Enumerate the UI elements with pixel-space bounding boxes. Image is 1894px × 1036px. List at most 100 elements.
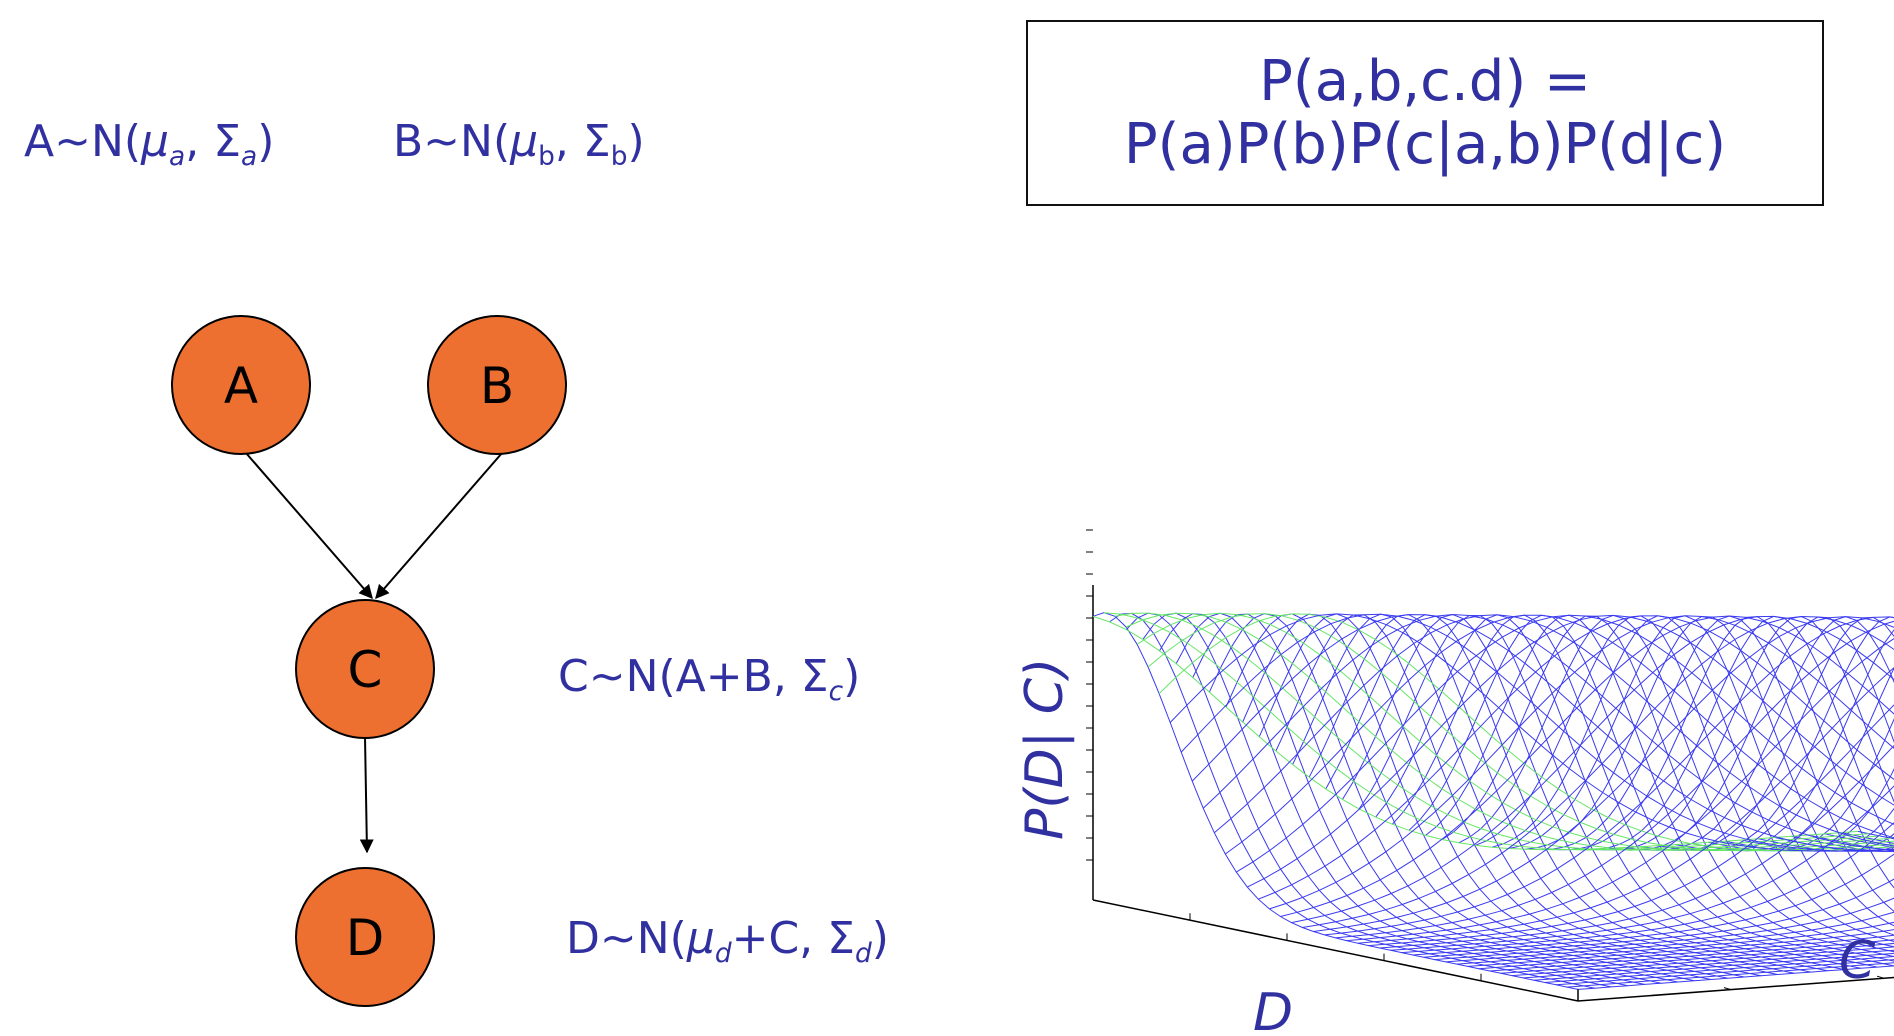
svg-text:B: B xyxy=(480,357,514,415)
mesh-line-d xyxy=(1533,952,1894,981)
mesh-line-c xyxy=(1275,614,1762,977)
svg-text:C: C xyxy=(348,641,383,699)
mesh-line-d xyxy=(1500,942,1894,974)
mesh-line-c xyxy=(1558,616,1894,889)
mesh-line-c xyxy=(1841,832,1894,844)
mesh-line-c xyxy=(1192,613,1678,983)
mesh-line-c xyxy=(1175,612,1662,984)
z-axis-label: P(D| C) xyxy=(1015,658,1075,840)
mesh-line-d xyxy=(1412,853,1894,956)
dist-d: D~N(μd+C, Σd) xyxy=(566,913,889,970)
svg-text:A: A xyxy=(224,357,258,415)
node-a: A xyxy=(171,315,311,455)
mesh-line-c xyxy=(1741,807,1894,852)
mesh-line-c xyxy=(1325,614,1811,973)
mesh-line-c xyxy=(1109,612,1595,989)
c-tick xyxy=(1876,975,1885,979)
mesh-line-d xyxy=(1577,965,1894,990)
mesh-line-c xyxy=(1675,629,1894,851)
mesh-line-c xyxy=(1807,834,1894,852)
mesh-line-c xyxy=(1408,614,1894,967)
joint-probability-box: P(a,b,c.d) = P(a)P(b)P(c|a,b)P(d|c) xyxy=(1026,20,1824,206)
mesh-line-c xyxy=(1625,616,1894,851)
mesh-line-d xyxy=(1489,939,1894,972)
dist-a: A~N(μa, Σa) xyxy=(24,116,275,173)
mesh-line-c xyxy=(1358,614,1845,971)
mesh-line-c xyxy=(1641,616,1894,851)
mesh-line-c xyxy=(1575,615,1894,853)
mesh-line-c xyxy=(1458,614,1894,953)
mesh-line-c xyxy=(1142,612,1629,987)
mesh-line-c xyxy=(1824,833,1894,849)
mesh-line-d xyxy=(1225,614,1894,855)
mesh-line-d xyxy=(1191,614,1894,852)
bayes-network-graph: A B C D xyxy=(171,315,567,1007)
mesh-line-d xyxy=(1434,897,1894,961)
mesh-line-d xyxy=(1456,921,1894,965)
mesh-line-d xyxy=(1280,615,1894,917)
mesh-line-d xyxy=(1302,615,1894,928)
mesh-line-d xyxy=(1555,959,1894,986)
mesh-line-d xyxy=(1213,614,1894,847)
mesh-line-d xyxy=(1445,911,1894,963)
mesh-line-c xyxy=(1475,615,1894,948)
mesh-line-d xyxy=(1136,612,1894,851)
dist-c: C~N(A+B, Σc) xyxy=(558,651,861,708)
mesh-line-d xyxy=(1357,667,1894,944)
joint-line-1: P(a,b,c.d) = xyxy=(1259,48,1591,114)
mesh-line-c xyxy=(1508,615,1894,936)
mesh-line-d xyxy=(1114,612,1881,851)
mesh-line-c xyxy=(1391,614,1878,968)
edge-a-c xyxy=(245,452,373,600)
mesh-line-c xyxy=(1092,612,1579,990)
mesh-line-d xyxy=(1379,744,1894,949)
dist-b: B~N(μb, Σb) xyxy=(393,116,645,173)
node-d: D xyxy=(295,867,435,1007)
mesh-line-c xyxy=(1724,768,1894,852)
mesh-line-d xyxy=(1566,962,1894,988)
plot-front-frame xyxy=(1577,975,1894,1002)
mesh-line-d xyxy=(1423,878,1894,958)
mesh-line-d xyxy=(1511,946,1894,977)
plot-back-frame xyxy=(1086,529,1579,1002)
mesh-line-c xyxy=(1375,614,1861,969)
mesh-line-c xyxy=(1125,612,1612,988)
mesh-line-d xyxy=(1335,620,1894,939)
mesh-line-d xyxy=(1313,616,1894,932)
mesh-line-d xyxy=(1467,929,1894,967)
mesh-line-c xyxy=(1791,835,1894,852)
mesh-line-c xyxy=(1658,616,1894,852)
node-c: C xyxy=(295,599,435,739)
mesh-line-c xyxy=(1225,613,1712,980)
mesh-line-c xyxy=(1774,837,1894,852)
mesh-line-c xyxy=(1441,615,1894,957)
mesh-line-c xyxy=(1857,830,1894,840)
mesh-line-c xyxy=(1591,615,1894,851)
c-tick xyxy=(1723,987,1732,991)
mesh-line-d xyxy=(1236,614,1894,873)
mesh-line-c xyxy=(1491,615,1894,942)
mesh-line-d xyxy=(1092,615,1859,851)
mesh-line-c xyxy=(1342,613,1828,972)
mesh-line-d xyxy=(1103,612,1870,851)
svg-text:D: D xyxy=(346,909,385,967)
mesh-line-d xyxy=(1522,949,1894,979)
mesh-line-d xyxy=(1346,638,1894,942)
mesh-line-c xyxy=(1258,613,1745,978)
x-axis-label: D xyxy=(1253,983,1293,1036)
mesh-line-c xyxy=(1758,833,1894,852)
mesh-line-d xyxy=(1169,613,1894,852)
edge-b-c xyxy=(375,452,503,600)
base-edge-hidden xyxy=(1093,742,1373,900)
node-b: B xyxy=(427,315,567,455)
y-axis-label: C xyxy=(1839,931,1876,991)
mesh-line-d xyxy=(1158,613,1894,852)
mesh-line-d xyxy=(1125,612,1892,851)
mesh-line-d xyxy=(1247,614,1894,888)
mesh-line-d xyxy=(1368,704,1894,947)
mesh-line-c xyxy=(1292,613,1778,975)
mesh-line-d xyxy=(1258,615,1894,900)
mesh-line-c xyxy=(1691,667,1894,852)
mesh-line-d xyxy=(1401,822,1894,954)
mesh-line-c xyxy=(1425,614,1894,962)
